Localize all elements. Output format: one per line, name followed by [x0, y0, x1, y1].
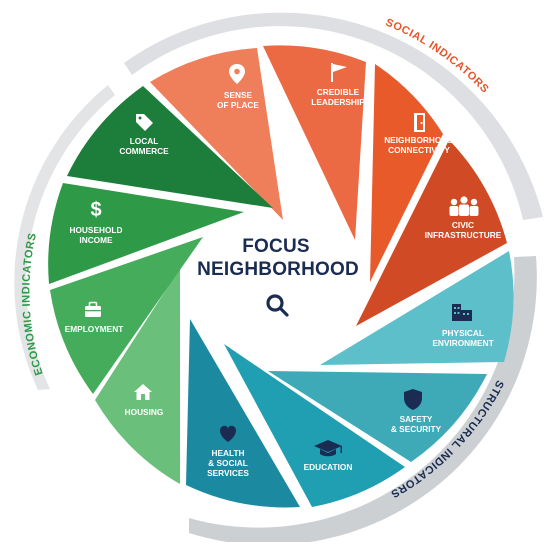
segment-label-line: & SECURITY: [391, 424, 442, 434]
economic-ring-band: [14, 85, 116, 390]
label-housing: HOUSING: [125, 407, 164, 417]
segment-label-line: LEADERSHIP: [311, 97, 365, 107]
segment-label-line: EDUCATION: [304, 462, 353, 472]
segment-label-line: HOUSEHOLD: [69, 225, 122, 235]
tag-icon: [136, 114, 153, 131]
dollar-icon: $: [90, 199, 101, 221]
social-ring-band: [124, 12, 543, 220]
segment-label-line: CIVIC: [452, 220, 474, 230]
segment-sense-of-place: [150, 48, 283, 220]
segment-label-line: EMPLOYMENT: [65, 324, 124, 334]
buildings-icon: [452, 304, 472, 321]
flag-icon: [331, 63, 347, 82]
label-safety-security: SAFETY& SECURITY: [391, 414, 442, 434]
segment-housing: [95, 268, 180, 484]
segment-civic-infrastructure: [356, 140, 507, 326]
center-title-line1: FOCUS: [242, 236, 310, 257]
segment-physical-environment: [320, 251, 514, 365]
segment-label-line: SERVICES: [207, 468, 249, 478]
people-icon: [449, 196, 479, 216]
segment-label-line: ENVIRONMENT: [432, 338, 493, 348]
segment-label-line: SENSE: [224, 90, 253, 100]
segment-label-line: INCOME: [79, 235, 113, 245]
structural-ring-band: [189, 256, 537, 546]
segment-label-line: LOCAL: [130, 136, 159, 146]
label-employment: EMPLOYMENT: [65, 324, 124, 334]
heart-icon: [220, 425, 236, 442]
segment-local-commerce: [67, 86, 273, 208]
segment-label-line: CONNECTIVITY: [388, 145, 450, 155]
segment-label-line: NEIGHBORHOOD: [384, 135, 454, 145]
shield-icon: [404, 389, 422, 410]
house-icon: [134, 384, 152, 400]
segment-label-line: INFRASTRUCTURE: [425, 230, 502, 240]
economic-indicators-label: ECONOMIC INDICATORS: [20, 232, 45, 377]
briefcase-icon: [85, 301, 101, 317]
magnifier-icon: [266, 294, 289, 317]
door-icon: [414, 113, 425, 132]
center-title-line2: NEIGHBORHOOD: [197, 259, 359, 280]
segment-credible-leadership: [263, 45, 366, 241]
segment-safety-security: [268, 371, 487, 462]
segment-label-line: COMMERCE: [119, 146, 169, 156]
segment-label-line: CREDIBLE: [317, 87, 360, 97]
segment-label-line: & SOCIAL: [208, 458, 248, 468]
segment-label-line: HEALTH: [211, 448, 244, 458]
segment-education: [224, 344, 405, 507]
segment-label-line: HOUSING: [125, 407, 164, 417]
location-pin-icon: [229, 64, 245, 84]
segment-label-line: SAFETY: [400, 414, 433, 424]
segment-household-income: [48, 183, 245, 284]
economic-indicators-text: ECONOMIC INDICATORS: [20, 232, 45, 377]
segment-employment: [50, 237, 203, 394]
segment-label-line: PHYSICAL: [442, 328, 484, 338]
segment-health-social-services: [186, 319, 300, 508]
label-education: EDUCATION: [304, 462, 353, 472]
graduation-cap-icon: [314, 440, 342, 457]
segment-label-line: OF PLACE: [217, 100, 259, 110]
